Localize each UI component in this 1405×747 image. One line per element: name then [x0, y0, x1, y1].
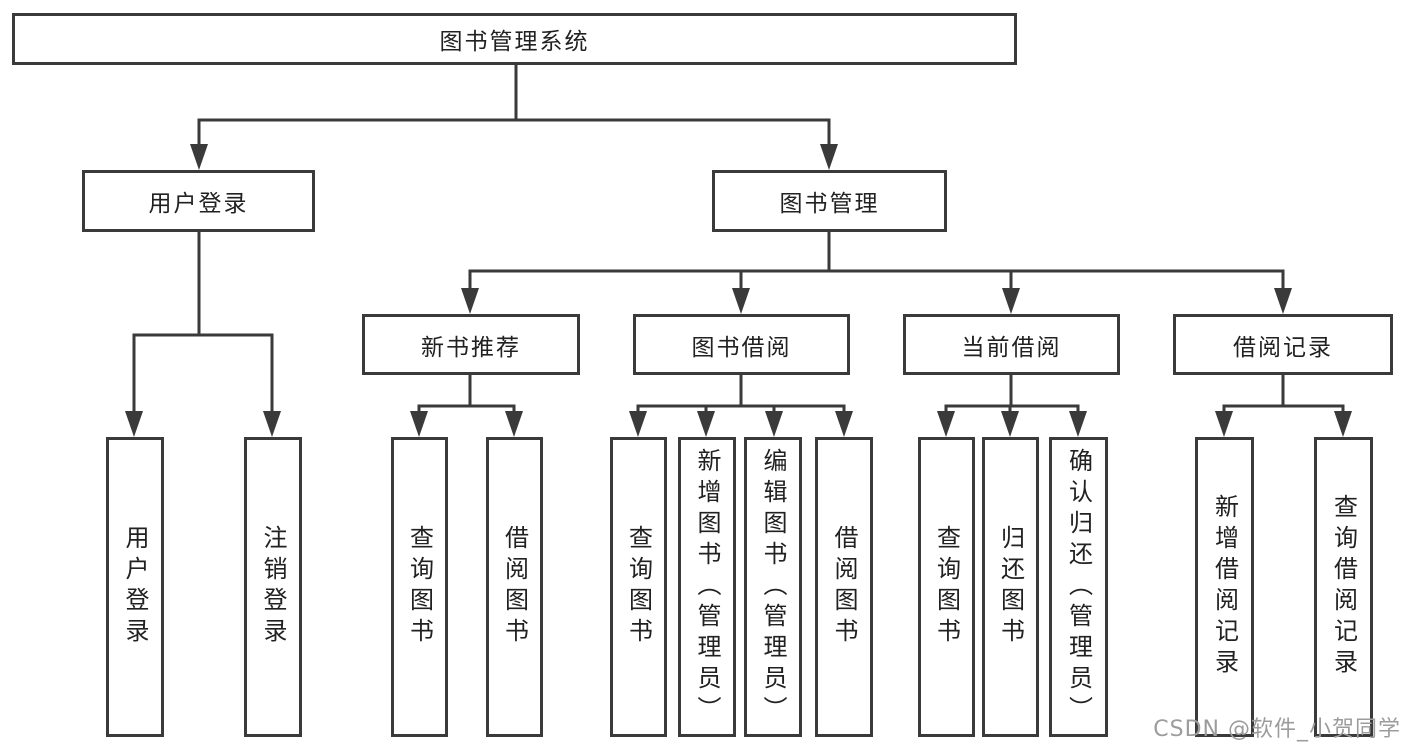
leaf-label: 查询图书	[405, 525, 434, 649]
csdn-watermark: CSDN @软件_小贺同学	[1153, 717, 1401, 742]
leaf-label: 查询图书	[932, 525, 961, 649]
leaf-label: 确认归还（管理员）	[1064, 447, 1093, 727]
leaf-label: 用户登录	[121, 525, 149, 649]
leaf-label: 新增借阅记录	[1210, 494, 1239, 680]
leaf-logout: 注销登录	[244, 437, 302, 737]
node-label: 图书管理	[779, 191, 880, 217]
leaf-current-return-books: 归还图书	[982, 437, 1039, 737]
leaf-newbooks-query-books: 查询图书	[391, 437, 448, 737]
leaf-current-query-books: 查询图书	[918, 437, 975, 737]
leaf-label: 借阅图书	[830, 525, 858, 649]
node-new-book-recommendation: 新书推荐	[362, 314, 580, 375]
node-label: 用户登录	[148, 191, 249, 217]
node-label: 当前借阅	[961, 334, 1062, 361]
leaf-borrow-add-books-admin: 新增图书（管理员）	[678, 437, 736, 737]
leaf-borrow-borrow-books: 借阅图书	[815, 437, 873, 737]
leaf-label: 注销登录	[259, 525, 287, 649]
leaf-borrow-query-books: 查询图书	[610, 437, 667, 737]
node-book-borrowing: 图书借阅	[633, 314, 850, 375]
node-label: 借阅记录	[1233, 334, 1333, 361]
node-user-login: 用户登录	[82, 170, 315, 232]
leaf-current-confirm-return-admin: 确认归还（管理员）	[1049, 437, 1108, 737]
leaf-label: 借阅图书	[500, 525, 529, 649]
leaf-label: 查询图书	[624, 525, 653, 649]
leaf-records-query-record: 查询借阅记录	[1314, 437, 1373, 737]
leaf-borrow-edit-books-admin: 编辑图书（管理员）	[744, 437, 802, 737]
node-label: 图书管理系统	[439, 29, 590, 55]
leaf-label: 归还图书	[996, 525, 1025, 649]
leaf-records-add-record: 新增借阅记录	[1195, 437, 1254, 737]
leaf-label: 查询借阅记录	[1329, 494, 1358, 680]
leaf-label: 编辑图书（管理员）	[759, 447, 787, 727]
arrowheads	[125, 144, 1352, 437]
node-book-management: 图书管理	[712, 170, 947, 232]
node-borrowing-records: 借阅记录	[1173, 314, 1393, 375]
leaf-label: 新增图书（管理员）	[693, 447, 721, 727]
node-label: 新书推荐	[421, 334, 521, 361]
node-current-borrowing: 当前借阅	[903, 314, 1120, 375]
leaf-newbooks-borrow-books: 借阅图书	[486, 437, 543, 737]
node-book-management-system: 图书管理系统	[12, 13, 1017, 65]
node-label: 图书借阅	[691, 334, 792, 361]
leaf-user-login: 用户登录	[106, 437, 164, 737]
